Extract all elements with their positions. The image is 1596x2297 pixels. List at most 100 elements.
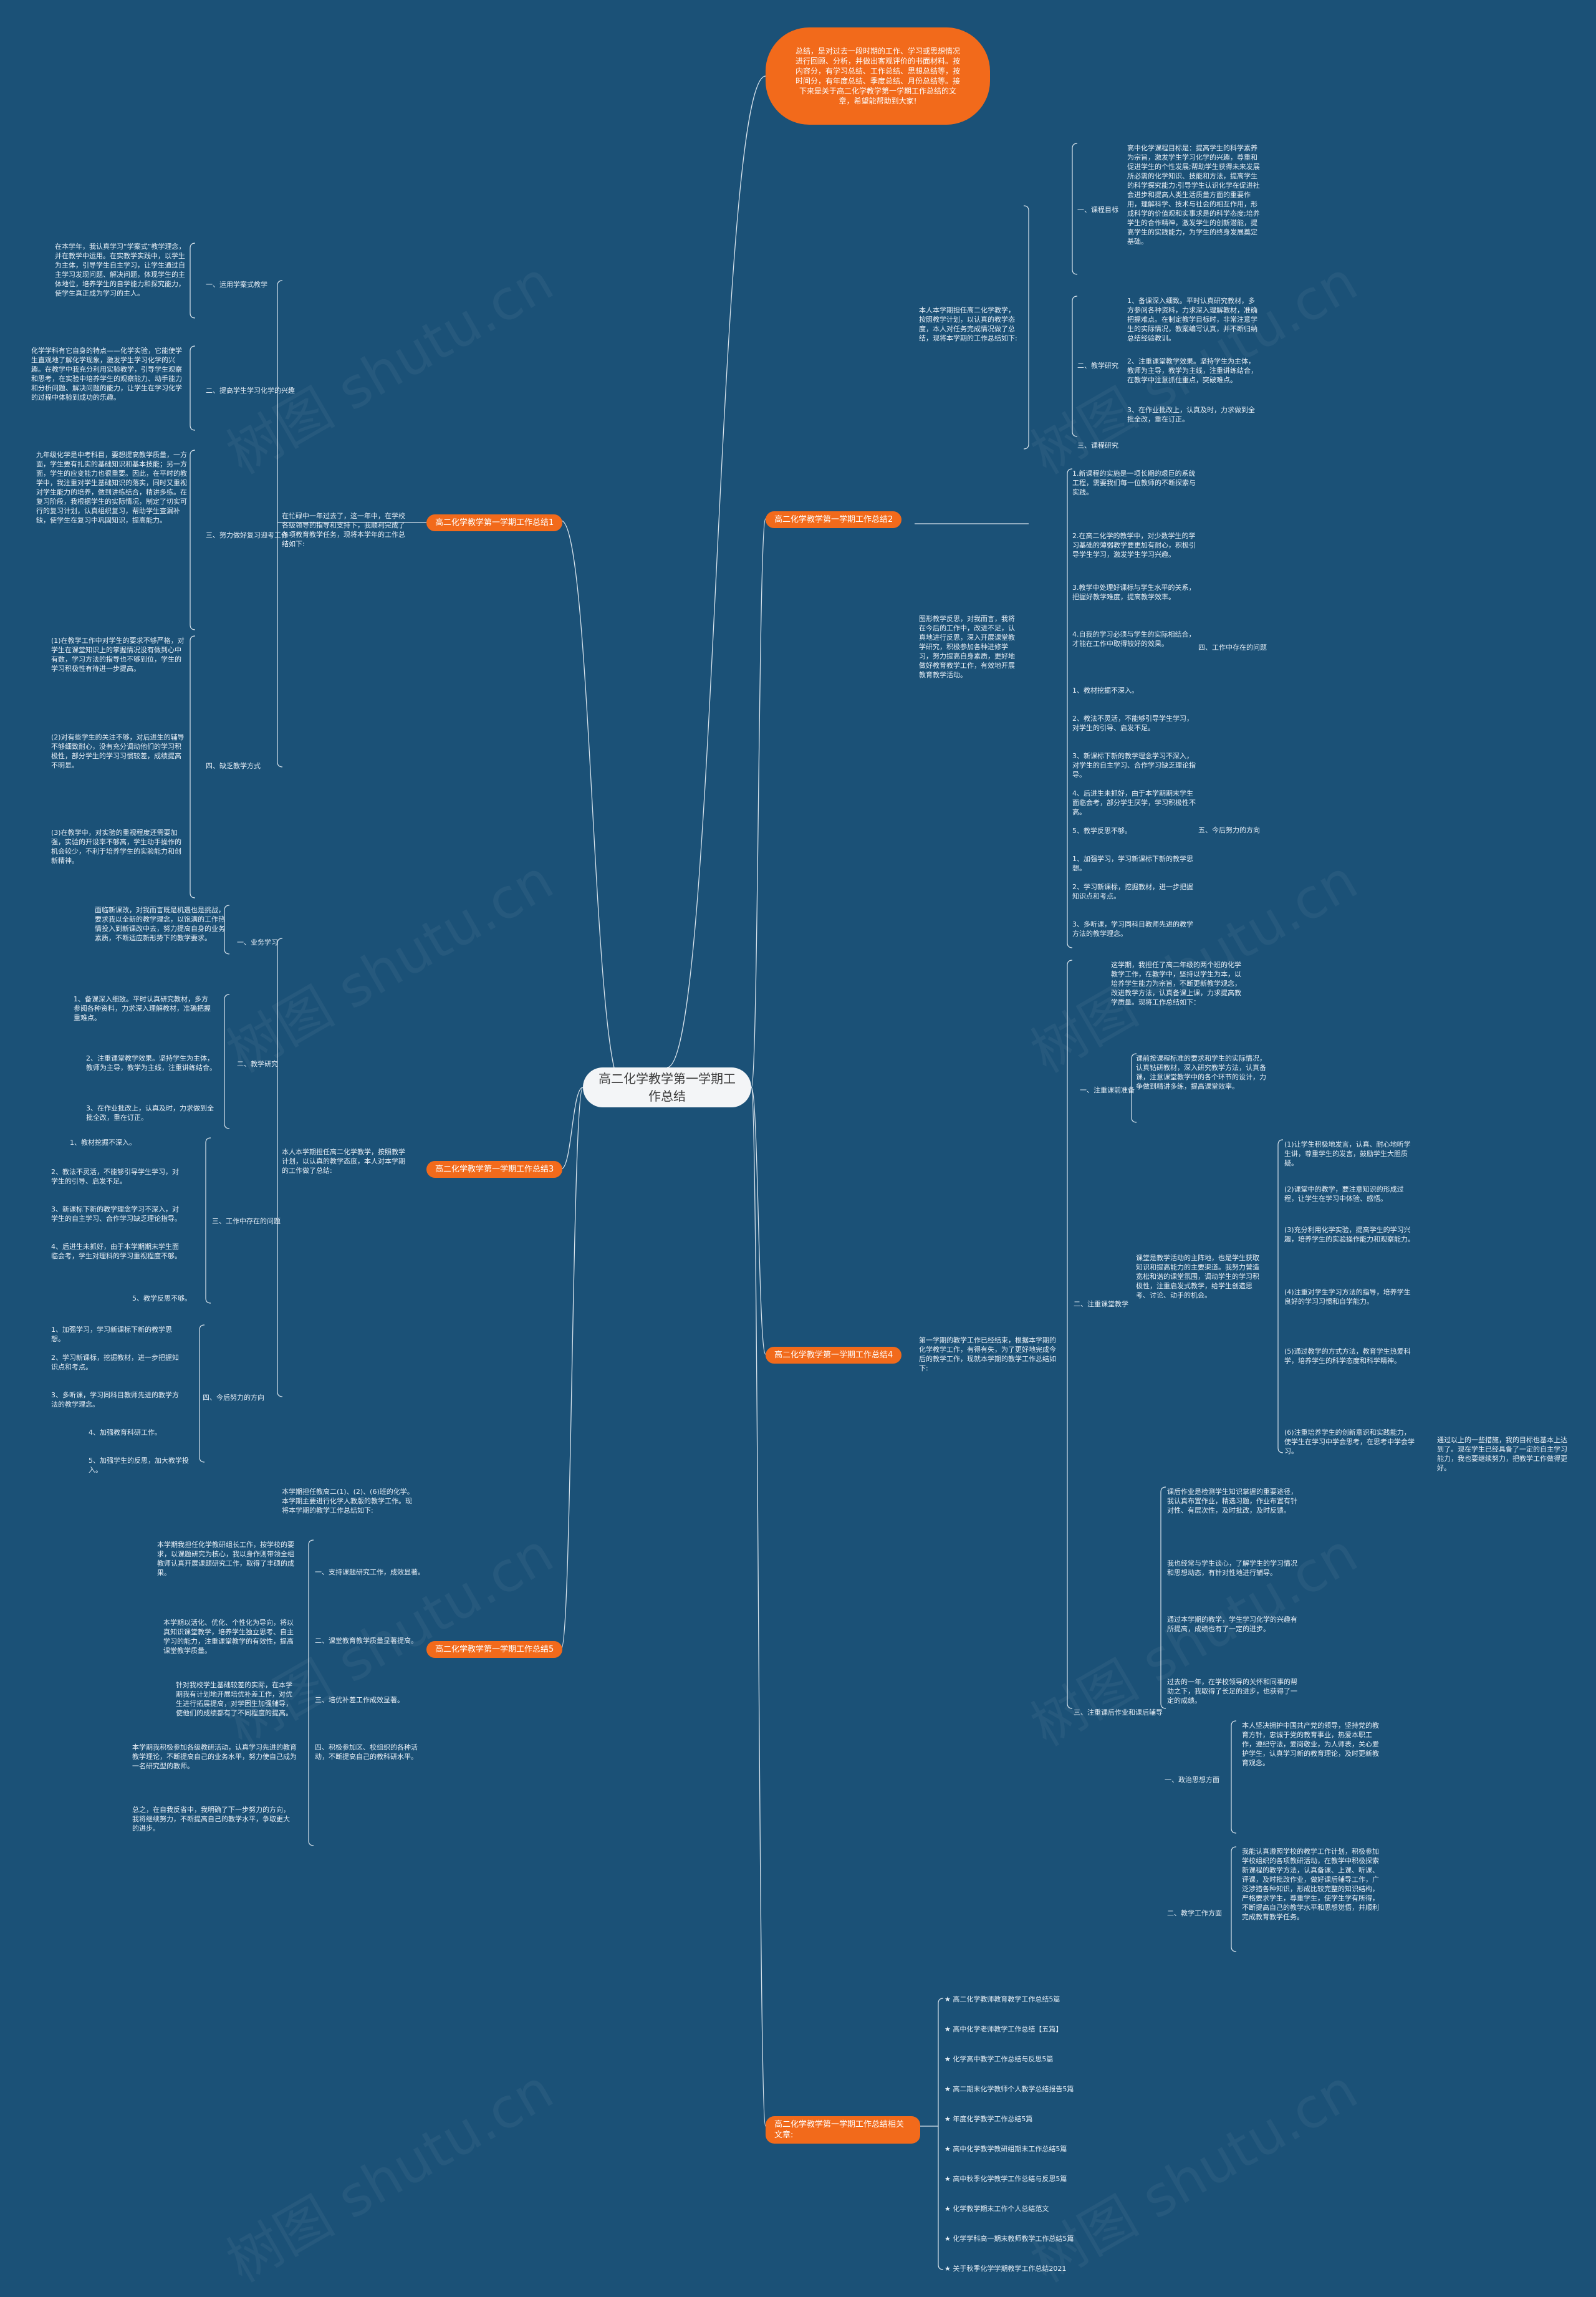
b1-text-3: 九年级化学是中考科目，要想提高教学质量，一方面，学生要有扎实的基础知识和基本技能… [36, 451, 187, 524]
branch-node-4[interactable]: 高二化学教学第一学期工作总结4 [766, 1347, 902, 1364]
b4-heading-1[interactable]: 一、注重课前准备 [1080, 1086, 1135, 1094]
b2-reflection: 图形教学反思，对我而言，我将在今后的工作中，改进不足，认真地进行反思，深入开展课… [919, 615, 1015, 679]
b3-heading-1[interactable]: 一、业务学习 [237, 938, 278, 946]
b1-heading-1[interactable]: 一、运用学案式教学 [206, 281, 267, 289]
branch-node-2[interactable]: 高二化学教学第一学期工作总结2 [766, 511, 902, 528]
b5-heading-4[interactable]: 四、积极参加区、校组织的各种活动，不断提高自己的教科研水平。 [315, 1743, 418, 1761]
connector-line [666, 75, 766, 1068]
related-article[interactable]: ★ 高中化学老师教学工作总结【五篇】 [945, 2025, 1063, 2033]
b4-text-2e: (5)通过教学的方式方法，教育学生热爱科学，培养学生的科学态度和科学精神。 [1284, 1347, 1411, 1365]
bracket-line [1231, 1720, 1237, 1834]
b1-heading-2[interactable]: 二、提高学生学习化学的兴趣 [206, 387, 295, 395]
b2-heading-2[interactable]: 二、教学研究 [1077, 362, 1118, 370]
bracket-line [277, 938, 283, 1397]
related-article[interactable]: ★ 年度化学教学工作总结5篇 [945, 2115, 1033, 2123]
b1-text-4b: (2)对有些学生的关注不够，对后进生的辅导不够细致耐心，没有充分调动他们的学习积… [51, 733, 185, 769]
related-article[interactable]: ★ 关于秋季化学学期教学工作总结2021 [945, 2265, 1067, 2273]
intro-text: 总结，是对过去一段时期的工作、学习或思想情况进行回顾、分析，并做出客观评价的书面… [795, 47, 960, 105]
b4-intro: 这学期，我担任了高二年级的两个班的化学教学工作，在教学中，坚持以学生为本，以培养… [1111, 961, 1241, 1006]
branch-node-5[interactable]: 高二化学教学第一学期工作总结5 [426, 1641, 563, 1658]
b1-text-4c: (3)在教学中，对实验的重视程度还需要加强，实验的开设率不够高，学生动手操作的机… [51, 829, 181, 865]
b4-text-2f: (6)注重培养学生的创新意识和实践能力，使学生在学习中学会思考，在思考中学会学习… [1284, 1428, 1415, 1455]
b4-heading-4[interactable]: 一、政治思想方面 [1165, 1776, 1219, 1784]
connector-line [751, 518, 766, 1088]
b2-text-2c: 3、在作业批改上，认真及时，力求做到全批全改，重在订正。 [1127, 406, 1255, 423]
bracket-line [205, 1137, 211, 1304]
root-node[interactable]: 高二化学教学第一学期工作总结 [583, 1067, 751, 1107]
b2-text-5b: 2、学习新课标，挖掘教材，进一步把握知识点和考点。 [1072, 883, 1193, 900]
b5-text-5: 总之，在自我反省中，我明确了下一步努力的方向，我将继续努力，不断提高自己的教学水… [132, 1806, 290, 1832]
related-article[interactable]: ★ 化学教学期末工作个人总结范文 [945, 2205, 1049, 2213]
related-article[interactable]: ★ 高二期末化学教师个人教学总结报告5篇 [945, 2085, 1074, 2093]
b3-heading-4[interactable]: 四、今后努力的方向 [203, 1394, 264, 1402]
b4-text-5: 我能认真遵照学校的教学工作计划，积极参加学校组织的各项教研活动，在教学中积极探索… [1242, 1847, 1379, 1921]
b4-text-2: 课堂是教学活动的主阵地，也是学生获取知识和提高能力的主要渠道。我努力营造宽松和谐… [1136, 1254, 1259, 1299]
b4-text-4: 本人坚决拥护中国共产党的领导，坚持党的教育方针，忠诚于党的教育事业，热爱本职工作… [1242, 1722, 1379, 1767]
bracket-line [1072, 296, 1078, 437]
b2-lead: 本人本学期担任高二化学教学，按照教学计划，以认真的教学态度，本人对任务完成情况做… [919, 306, 1017, 342]
b3-text-2c: 3、在作业批改上，认真及时，力求做到全批全改，重在订正。 [86, 1104, 214, 1122]
b3-text-4a: 1、加强学习，学习新课标下新的教学思想。 [51, 1326, 172, 1343]
connector-line [560, 1087, 584, 1650]
b3-heading-3[interactable]: 三、工作中存在的问题 [212, 1217, 281, 1225]
b5-text-4: 本学期我积极参加各级教研活动，认真学习先进的教育教学理论，不断提高自己的业务水平… [132, 1743, 297, 1770]
b2-heading-3[interactable]: 三、课程研究 [1077, 441, 1118, 450]
bracket-line [1131, 1053, 1137, 1123]
connector-line [751, 1087, 766, 1355]
b4-text-2d: (4)注重对学生学习方法的指导，培养学生良好的学习习惯和自学能力。 [1284, 1288, 1411, 1306]
b4-text-2a: (1)让学生积极地发言，认真、耐心地听学生讲，尊重学生的发言，鼓励学生大胆质疑。 [1284, 1140, 1411, 1167]
b2-heading-4[interactable]: 四、工作中存在的问题 [1198, 643, 1267, 652]
b3-heading-2[interactable]: 二、教学研究 [237, 1060, 278, 1068]
intro-bubble[interactable]: 总结，是对过去一段时期的工作、学习或思想情况进行回顾、分析，并做出客观评价的书面… [766, 27, 990, 125]
b2-text-1: 高中化学课程目标是：提高学生的科学素养为宗旨，激发学生学习化学的兴趣，尊重和促进… [1127, 144, 1260, 246]
b4-heading-3[interactable]: 三、注重课后作业和课后辅导 [1074, 1708, 1163, 1717]
b2-text-4b: 2、教法不灵活，不能够引导学生学习，对学生的引导、启发不足。 [1072, 715, 1193, 732]
b2-heading-1[interactable]: 一、课程目标 [1077, 206, 1118, 214]
b1-heading-4[interactable]: 四、缺乏教学方式 [206, 762, 261, 770]
b2-text-5a: 1、加强学习，学习新课标下新的教学思想。 [1072, 855, 1193, 872]
b2-text-4d: 4、后进生未抓好，由于本学期期末学生面临会考，部分学生厌学，学习积极性不高。 [1072, 789, 1196, 816]
branch-node-6[interactable]: 高二化学教学第一学期工作总结相关文章: [766, 2116, 920, 2144]
b4-text-3c: 通过本学期的教学，学生学习化学的兴趣有所提高，成绩也有了一定的进步。 [1167, 1616, 1297, 1633]
b5-text-1: 本学期我担任化学教研组长工作，按学校的要求，以课题研究为核心，我以身作则带领全组… [157, 1541, 294, 1577]
connector-line [560, 520, 624, 1088]
b2-text-5c: 3、多听课，学习同科目教师先进的教学方法的教学理念。 [1072, 920, 1193, 938]
b3-text-4b: 2、学习新课标，挖掘教材，进一步把握知识点和考点。 [51, 1354, 179, 1371]
b3-text-3a: 1、教材挖掘不深入。 [70, 1139, 136, 1147]
related-article[interactable]: ★ 高中秋季化学教学工作总结与反思5篇 [945, 2175, 1067, 2183]
b5-heading-3[interactable]: 三、培优补差工作成效显著。 [315, 1696, 404, 1704]
related-article[interactable]: ★ 化学学科高一期末教师教学工作总结5篇 [945, 2235, 1074, 2243]
bracket-line [938, 1998, 944, 2270]
bracket-line [1067, 960, 1073, 1709]
related-article[interactable]: ★ 高中化学教学教研组期末工作总结5篇 [945, 2145, 1067, 2153]
bracket-line [308, 1539, 314, 1846]
b4-heading-2[interactable]: 二、注重课堂教学 [1074, 1300, 1128, 1308]
b5-heading-2[interactable]: 二、课堂教育教学质量显著提高。 [315, 1637, 418, 1645]
b2-heading-5[interactable]: 五、今后努力的方向 [1198, 826, 1260, 834]
bracket-line [224, 905, 230, 955]
root-title: 高二化学教学第一学期工作总结 [598, 1071, 736, 1104]
b2-text-3b: 2.在高二化学的教学中，对少数学生的学习基础的薄弱教学要更加有耐心，积极引导学生… [1072, 532, 1196, 559]
connector-line [560, 1087, 584, 1170]
b5-lead: 本学期担任教高二(1)、(2)、(6)班的化学。本学期主要进行化学人教版的教学工… [282, 1488, 414, 1514]
b4-heading-5[interactable]: 二、教学工作方面 [1167, 1909, 1222, 1917]
bracket-line [224, 994, 230, 1129]
branch-node-3[interactable]: 高二化学教学第一学期工作总结3 [426, 1161, 563, 1178]
bracket-line [190, 243, 196, 319]
bracket-line [1160, 1486, 1166, 1709]
bracket-line [1072, 143, 1078, 275]
related-article[interactable]: ★ 化学高中教学工作总结与反思5篇 [945, 2055, 1054, 2063]
b3-text-3b: 2、教法不灵活，不能够引导学生学习，对学生的引导、启发不足。 [51, 1168, 179, 1185]
bracket-line [1067, 468, 1073, 948]
b1-heading-3[interactable]: 三、努力做好复习迎考工作 [206, 531, 288, 539]
related-article[interactable]: ★ 高二化学教师教育教学工作总结5篇 [945, 1995, 1060, 2003]
b4-lead: 第一学期的教学工作已经结束，根据本学期的化学教学工作，有得有失，为了更好地完成今… [919, 1336, 1056, 1372]
b2-text-2b: 2、注重课堂教学效果。坚持学生为主体，教师为主导，教学为主线，注重讲练结合，在教… [1127, 357, 1257, 384]
b5-heading-1[interactable]: 一、支持课题研究工作，成效显著。 [315, 1568, 425, 1576]
branch-node-1[interactable]: 高二化学教学第一学期工作总结1 [426, 514, 563, 531]
b3-text-4e: 5、加强学生的反思，加大教学投入。 [89, 1457, 189, 1474]
b4-side-note: 通过以上的一些措施，我的目标也基本上达到了。现在学生已经具备了一定的自主学习能力… [1437, 1436, 1567, 1472]
bracket-line [1023, 205, 1029, 450]
b3-text-2b: 2、注重课堂教学效果。坚持学生为主体，教师为主导，教学为主线，注重讲练结合。 [86, 1054, 216, 1072]
b4-text-3d: 过去的一年，在学校领导的关怀和同事的帮助之下，我取得了长足的进步，也获得了一定的… [1167, 1678, 1297, 1705]
